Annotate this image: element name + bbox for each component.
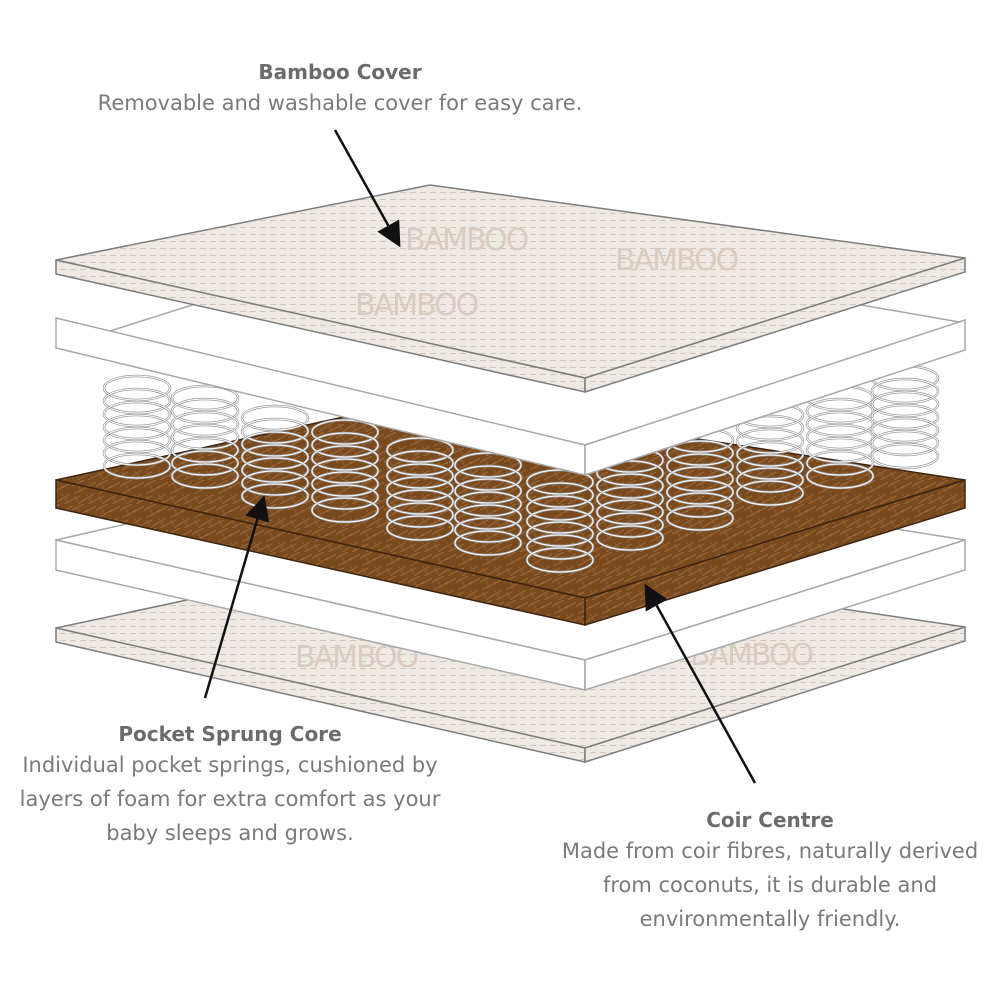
coir-centre-callout: Coir Centre Made from coir fibres, natur… [530, 806, 1000, 936]
spring [385, 436, 455, 542]
spring [240, 404, 310, 510]
pocket-sprung-core-callout: Pocket Sprung Core Individual pocket spr… [0, 720, 480, 850]
spring [735, 401, 805, 507]
pocket-springs [102, 364, 940, 574]
top-bamboo-cover: BAMBOO BAMBOO BAMBOO [55, 184, 966, 394]
bamboo-cover-title: Bamboo Cover [258, 60, 422, 84]
bamboo-watermark: BAMBOO [615, 243, 738, 278]
spring [595, 446, 665, 552]
spring [525, 468, 595, 574]
spring [102, 374, 172, 480]
coir-centre-description: Made from coir fibres, naturally derived… [561, 839, 979, 931]
pocket-sprung-core-title: Pocket Sprung Core [118, 722, 342, 746]
spring [870, 364, 940, 470]
spring [170, 384, 240, 490]
bamboo-cover-callout: Bamboo Cover Removable and washable cove… [30, 58, 650, 120]
bamboo-cover-description: Removable and washable cover for easy ca… [97, 91, 583, 115]
coir-centre-pointer-arrow [644, 583, 757, 784]
pocket-core-pointer-arrow [203, 495, 270, 699]
spring [310, 418, 380, 524]
spring [453, 451, 523, 557]
bamboo-watermark: BAMBOO [405, 223, 528, 258]
pocket-sprung-core-description: Individual pocket springs, cushioned by … [19, 753, 441, 845]
coir-centre-title: Coir Centre [706, 808, 834, 832]
bamboo-cover-pointer-arrow [333, 129, 401, 248]
spring [665, 426, 735, 532]
coir-centre-layer [55, 397, 966, 627]
bamboo-watermark: BAMBOO [355, 288, 478, 323]
